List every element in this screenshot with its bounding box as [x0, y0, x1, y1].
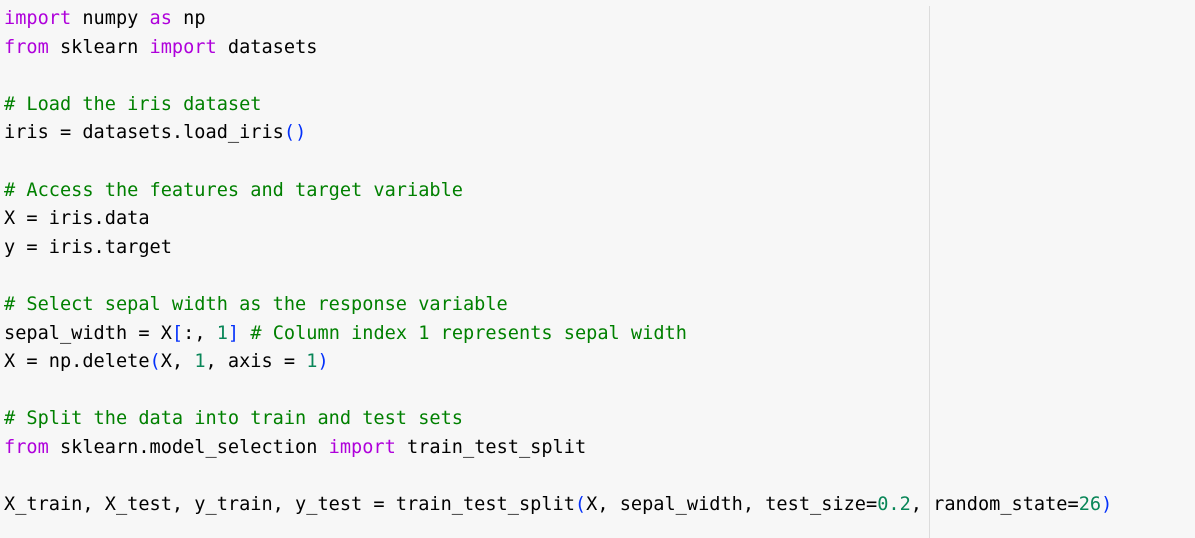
code-line[interactable] — [4, 62, 1112, 91]
code-comment: # Select sepal width as the response var… — [4, 293, 508, 315]
code-line[interactable]: iris = datasets.load_iris() — [4, 119, 1112, 148]
code-line[interactable] — [4, 262, 1112, 291]
code-text: , random_state= — [910, 494, 1079, 516]
code-bracket: ( — [149, 351, 161, 373]
code-line[interactable]: # Split the data into train and test set… — [4, 405, 1112, 434]
code-text: X, — [160, 351, 195, 373]
code-keyword: import — [4, 8, 72, 29]
code-bracket: () — [283, 122, 307, 144]
code-text: sklearn — [48, 36, 150, 58]
code-keyword: from — [4, 436, 49, 458]
code-comment: # Load the iris dataset — [4, 93, 262, 115]
code-number: 1 — [194, 351, 206, 373]
code-text: X, sepal_width, test_size= — [586, 494, 878, 516]
code-line[interactable] — [4, 463, 1112, 492]
code-text: sepal_width = X — [4, 322, 172, 344]
code-line[interactable]: X = iris.data — [4, 205, 1112, 234]
code-bracket: ] — [227, 322, 240, 344]
code-comment: # Access the features and target variabl… — [4, 179, 463, 201]
code-text: numpy — [71, 8, 150, 29]
code-line[interactable]: import numpy as np — [4, 5, 1112, 34]
code-text: X_train, X_test, y_train, y_test = train… — [4, 494, 575, 516]
code-keyword: import — [149, 36, 217, 58]
code-comment: # Split the data into train and test set… — [4, 408, 463, 430]
code-number: 1 — [216, 322, 228, 344]
code-line[interactable] — [4, 148, 1112, 177]
code-keyword: from — [4, 36, 49, 58]
code-number: 26 — [1078, 494, 1102, 516]
code-line[interactable]: # Select sepal width as the response var… — [4, 291, 1112, 320]
code-bracket: ( — [574, 494, 587, 516]
code-line[interactable]: sepal_width = X[:, 1] # Column index 1 r… — [4, 320, 1112, 349]
code-line[interactable]: from sklearn import datasets — [4, 34, 1112, 63]
code-keyword: import — [328, 436, 396, 458]
column-ruler — [929, 6, 930, 538]
code-bracket: [ — [171, 322, 184, 344]
code-text: np — [171, 8, 206, 29]
code-number: 0.2 — [877, 494, 911, 516]
code-line[interactable]: from sklearn.model_selection import trai… — [4, 434, 1112, 463]
code-line[interactable]: # Access the features and target variabl… — [4, 177, 1112, 206]
code-line[interactable] — [4, 377, 1112, 406]
code-bracket: ) — [317, 351, 329, 373]
code-line[interactable]: X_train, X_test, y_train, y_test = train… — [4, 491, 1112, 520]
code-text: datasets — [216, 36, 318, 58]
code-keyword: as — [149, 8, 172, 29]
code-line[interactable]: X = np.delete(X, 1, axis = 1) — [4, 348, 1112, 377]
code-line[interactable]: # Load the iris dataset — [4, 91, 1112, 120]
code-text: X = np.delete — [4, 351, 150, 373]
code-text: iris = datasets.load_iris — [4, 122, 284, 144]
code-comment: # Column index 1 represents sepal width — [250, 322, 687, 344]
code-bracket: ) — [1101, 494, 1113, 516]
code-text: train_test_split — [395, 436, 587, 458]
code-line[interactable]: y = iris.target — [4, 234, 1112, 263]
code-text: sklearn.model_selection — [48, 436, 329, 458]
code-text — [239, 323, 250, 344]
code-text: :, — [183, 322, 217, 344]
code-number: 1 — [306, 351, 318, 373]
code-text: X = iris.data — [4, 208, 150, 230]
code-text: , axis = — [205, 351, 307, 373]
code-text: y = iris.target — [4, 236, 172, 258]
